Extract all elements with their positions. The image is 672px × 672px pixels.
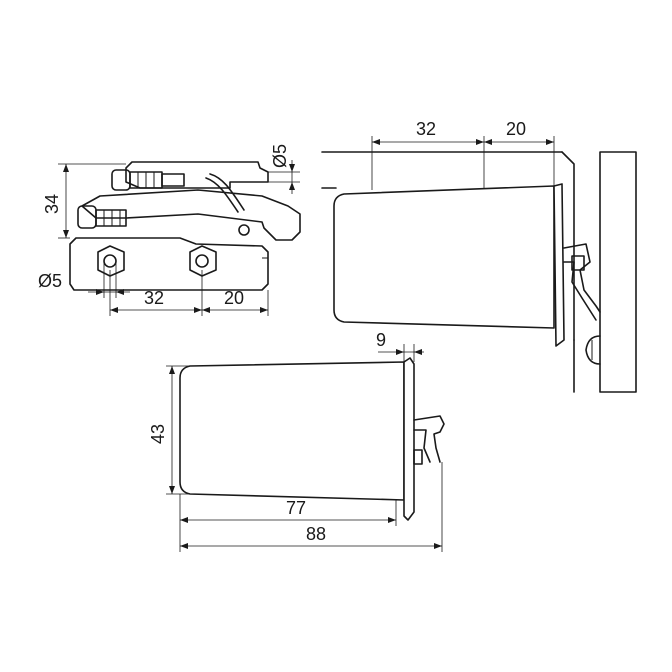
installed-view (321, 151, 637, 393)
dim-slot-diameter: Ø5 (270, 144, 290, 168)
cup-detail-view (179, 357, 445, 521)
dim-total-length-88: 88 (306, 524, 326, 544)
dim-hole-diameter: Ø5 (38, 271, 62, 291)
dim-offset-20-left: 20 (224, 288, 244, 308)
dim-body-length-77: 77 (286, 498, 306, 518)
dim-spacing-32-right: 32 (416, 119, 436, 139)
mounting-plate-dimensions (58, 160, 300, 316)
dim-spacing-32-left: 32 (144, 288, 164, 308)
dim-cup-height-43: 43 (148, 424, 168, 444)
dim-offset-20-right: 20 (506, 119, 526, 139)
mounting-plate-view (69, 161, 301, 291)
dim-overlay-9: 9 (376, 330, 386, 350)
installed-view-dimensions (371, 136, 555, 190)
dim-height-34: 34 (42, 194, 62, 214)
cup-detail-dimensions (166, 344, 443, 552)
